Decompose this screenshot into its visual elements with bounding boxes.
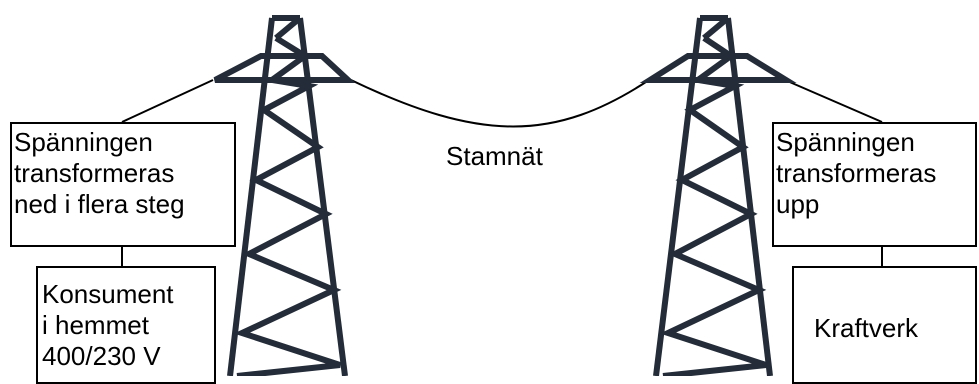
grid-label: Stamnät	[446, 141, 543, 171]
step-up-transformer-box: Spänningen transformeras upp	[772, 122, 977, 247]
step-down-line-2: transformeras	[14, 158, 175, 188]
step-down-line-1: Spänningen	[14, 127, 153, 157]
left-pylon	[213, 15, 356, 376]
consumer-line-3: 400/230 V	[42, 341, 161, 371]
right-pylon	[639, 15, 797, 376]
right-feed-line	[784, 79, 883, 123]
consumer-line-1: Konsument	[42, 279, 174, 309]
power-plant-box: Kraftverk	[792, 266, 977, 384]
step-down-line-3: ned i flera steg	[14, 189, 185, 219]
step-up-line-1: Spänningen	[776, 127, 915, 157]
step-up-line-3: upp	[776, 189, 820, 219]
step-up-line-2: transformeras	[776, 158, 937, 188]
power-grid-diagram	[121, 15, 883, 376]
step-down-transformer-box: Spänningen transformeras ned i flera ste…	[10, 122, 236, 247]
left-feed-line	[121, 79, 214, 123]
consumer-box: Konsument i hemmet 400/230 V	[36, 266, 216, 384]
main-grid-line	[350, 79, 650, 128]
power-lines	[121, 79, 883, 266]
consumer-line-2: i hemmet	[42, 310, 149, 340]
power-plant-label: Kraftverk	[814, 313, 919, 343]
